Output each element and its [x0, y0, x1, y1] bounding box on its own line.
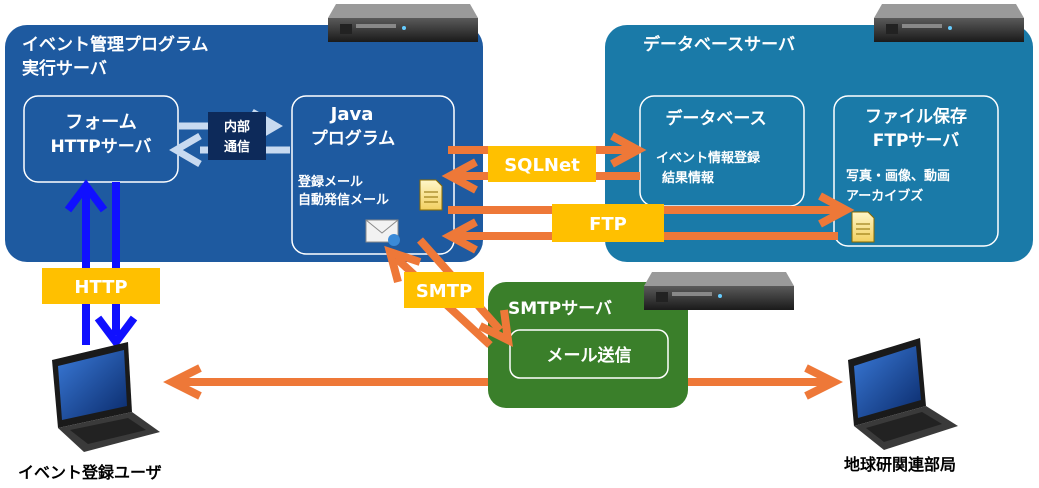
event-registration-label: イベント情報登録	[656, 150, 761, 166]
server-rack-icon	[644, 272, 794, 310]
http-arrows	[64, 179, 138, 349]
server-rack-icon	[328, 4, 478, 42]
mail-send-box	[509, 329, 669, 379]
database-label: データベース	[665, 108, 766, 129]
internal-comm-badge	[208, 112, 266, 160]
program-label: プログラム	[311, 128, 396, 149]
server-rack-icon	[874, 4, 1024, 42]
document-icon	[419, 179, 443, 211]
event-registration-user-label: イベント登録ユーザ	[18, 463, 162, 482]
result-info-label: 結果情報	[662, 170, 715, 186]
java-label: Java	[329, 104, 374, 125]
mail-send-label: メール送信	[547, 345, 632, 366]
form-label: フォーム	[65, 112, 136, 133]
sqlnet-label: SQLNet	[504, 155, 580, 176]
mail-envelope-icon	[365, 219, 400, 246]
event-server-subtitle: 実行サーバ	[22, 58, 107, 79]
file-storage-box	[833, 95, 999, 247]
file-storage-label: ファイル保存	[865, 106, 967, 127]
http-badge	[42, 268, 160, 304]
smtp-server-title: SMTPサーバ	[508, 299, 612, 319]
ftp-badge	[552, 204, 664, 242]
db-server-title: データベースサーバ	[643, 34, 795, 55]
form-http-server-box	[23, 95, 179, 183]
sqlnet-badge	[488, 146, 596, 182]
event-server-title: イベント管理プログラム	[22, 34, 209, 55]
laptop-icon	[848, 338, 958, 450]
related-departments-label: 地球研関連部局	[844, 455, 956, 474]
smtp-badge	[404, 272, 484, 308]
archives-label: アーカイブズ	[846, 188, 923, 204]
internal-comm-line2: 通信	[224, 139, 250, 155]
auto-mail-label: 自動発信メール	[298, 192, 389, 208]
photo-video-label: 写真・画像、動画	[846, 168, 950, 184]
smtp-label: SMTP	[416, 281, 472, 302]
http-server-label: HTTPサーバ	[50, 137, 151, 157]
smtp-server-panel	[488, 282, 688, 408]
document-icon	[851, 211, 875, 243]
registration-mail-label: 登録メール	[297, 174, 363, 190]
db-server-panel	[605, 25, 1033, 262]
internal-comm-line1: 内部	[224, 119, 250, 135]
ftp-label: FTP	[589, 214, 627, 235]
ftp-server-label: FTPサーバ	[873, 131, 960, 151]
laptop-icon	[52, 342, 160, 452]
http-label: HTTP	[74, 277, 127, 298]
